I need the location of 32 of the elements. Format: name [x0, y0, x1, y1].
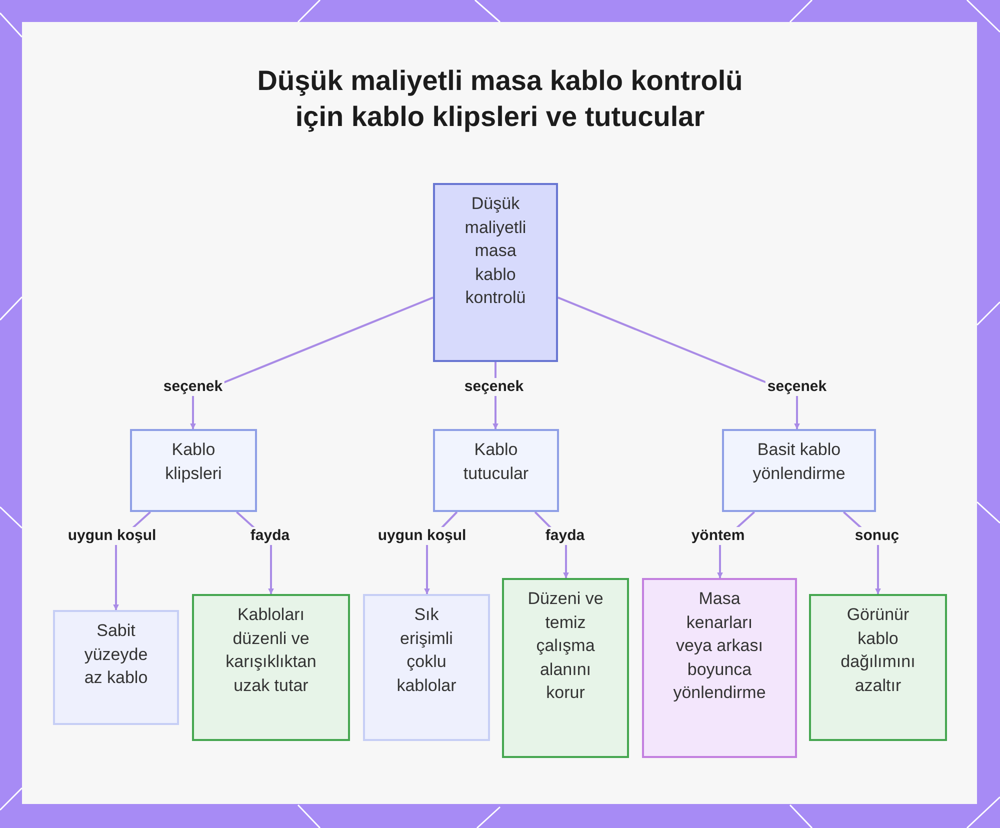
edge-label: seçenek	[765, 378, 829, 396]
edge-label: uygun koşul	[66, 527, 158, 545]
box-text: Sık erişimli çoklu kablolar	[396, 604, 458, 696]
condition-box	[53, 610, 179, 725]
connector-arrow	[558, 296, 800, 430]
edge-label: fayda	[543, 527, 587, 545]
edge-label: sonuç	[852, 527, 902, 545]
box-text: Kabloları düzenli ve karışıklıktan uzak tutar	[224, 604, 318, 696]
edge-label: fayda	[248, 527, 292, 545]
option-box	[433, 429, 559, 512]
connector-arrow	[190, 296, 434, 430]
box-text: Düzeni ve temiz çalışma alanını korur	[526, 588, 604, 704]
box-text: Kablo klipsleri	[164, 439, 223, 484]
box-text: Görünür kablo dağılımını azaltır	[840, 604, 916, 696]
condition-box	[363, 594, 490, 741]
benefit-box	[809, 594, 947, 741]
box-text: Masa kenarları veya arkası boyunca yönlendirme	[672, 588, 767, 704]
topic-box	[433, 183, 558, 362]
box-text: Kablo tutucular	[462, 439, 530, 484]
benefit-box	[502, 578, 629, 758]
box-text: Düşük maliyetli masa kablo kontrolü	[464, 193, 528, 309]
method-box	[642, 578, 797, 758]
edge-label: yöntem	[689, 527, 747, 545]
option-box	[722, 429, 876, 512]
benefit-box	[192, 594, 350, 741]
option-box	[130, 429, 257, 512]
box-text: Sabit yüzeyde az kablo	[83, 620, 149, 689]
box-text: Basit kablo yönlendirme	[752, 439, 846, 484]
edge-label: uygun koşul	[376, 527, 468, 545]
diagram-title: Düşük maliyetli masa kablo kontrolü için kablo klipsleri ve tutucular	[256, 64, 744, 134]
edge-label: seçenek	[161, 378, 225, 396]
edge-label: seçenek	[462, 378, 526, 396]
